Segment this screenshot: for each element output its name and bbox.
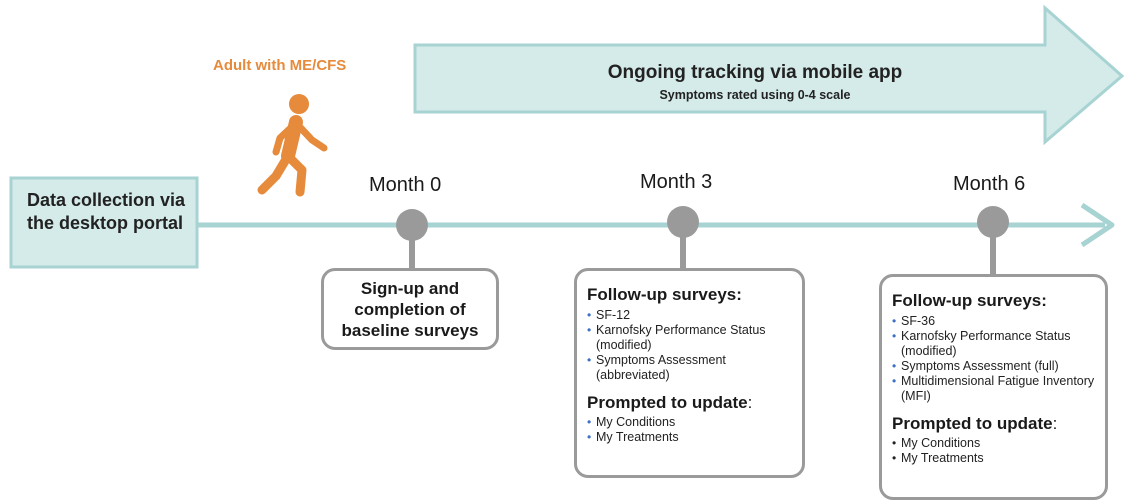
month-6-prompt-heading: Prompted to update: bbox=[892, 414, 1058, 433]
tracking-arrow bbox=[413, 4, 1124, 146]
list-item: •My Treatments bbox=[587, 430, 679, 444]
month-3-prompt-heading: Prompted to update: bbox=[587, 393, 753, 412]
list-item: •My Conditions bbox=[892, 436, 981, 450]
milestone-node-month-6 bbox=[977, 206, 1009, 274]
milestone-node-month-3 bbox=[667, 206, 699, 268]
tracking-title: Ongoing tracking via mobile app bbox=[607, 62, 903, 83]
baseline-text: Sign-up and completion of baseline surve… bbox=[341, 278, 479, 340]
tracking-subtitle: Symptoms rated using 0-4 scale bbox=[659, 88, 851, 102]
month-6-box: Follow-up surveys: •SF-36 •Karnofsky Per… bbox=[879, 274, 1108, 500]
month-3-followup-heading: Follow-up surveys: bbox=[587, 285, 742, 304]
list-item: •SF-12 bbox=[587, 308, 631, 322]
walking-person-icon bbox=[257, 94, 328, 197]
list-item: •Karnofsky Performance Status (modified) bbox=[892, 329, 1071, 358]
list-item: •My Conditions bbox=[587, 415, 676, 429]
month-6-prompt-list: •My Conditions •My Treatments bbox=[892, 436, 1095, 466]
baseline-box: Sign-up and completion of baseline surve… bbox=[321, 268, 499, 350]
month-6-followup-heading: Follow-up surveys: bbox=[892, 291, 1047, 310]
timeline-arrowhead bbox=[1080, 202, 1115, 248]
milestone-node-month-0 bbox=[396, 209, 428, 268]
month-6-label: Month 6 bbox=[953, 173, 1026, 195]
portal-box bbox=[9, 176, 199, 269]
list-item: •My Treatments bbox=[892, 451, 984, 465]
portal-label: Data collection via the desktop portal bbox=[27, 190, 186, 233]
month-3-label: Month 3 bbox=[640, 171, 713, 193]
list-item: •Symptoms Assessment (full) bbox=[892, 359, 1059, 373]
list-item: •SF-36 bbox=[892, 314, 936, 328]
actor-label: Adult with ME/CFS bbox=[213, 57, 347, 74]
month-3-prompt-list: •My Conditions •My Treatments bbox=[587, 415, 792, 445]
list-item: •Symptoms Assessment (abbreviated) bbox=[587, 353, 726, 382]
month-3-survey-list: •SF-12 •Karnofsky Performance Status (mo… bbox=[587, 308, 792, 383]
month-0-label: Month 0 bbox=[369, 174, 442, 196]
month-6-survey-list: •SF-36 •Karnofsky Performance Status (mo… bbox=[892, 314, 1095, 404]
month-3-box: Follow-up surveys: •SF-12 •Karnofsky Per… bbox=[574, 268, 805, 478]
list-item: •Multidimensional Fatigue Inventory (MFI… bbox=[892, 374, 1095, 403]
list-item: •Karnofsky Performance Status (modified) bbox=[587, 323, 766, 352]
